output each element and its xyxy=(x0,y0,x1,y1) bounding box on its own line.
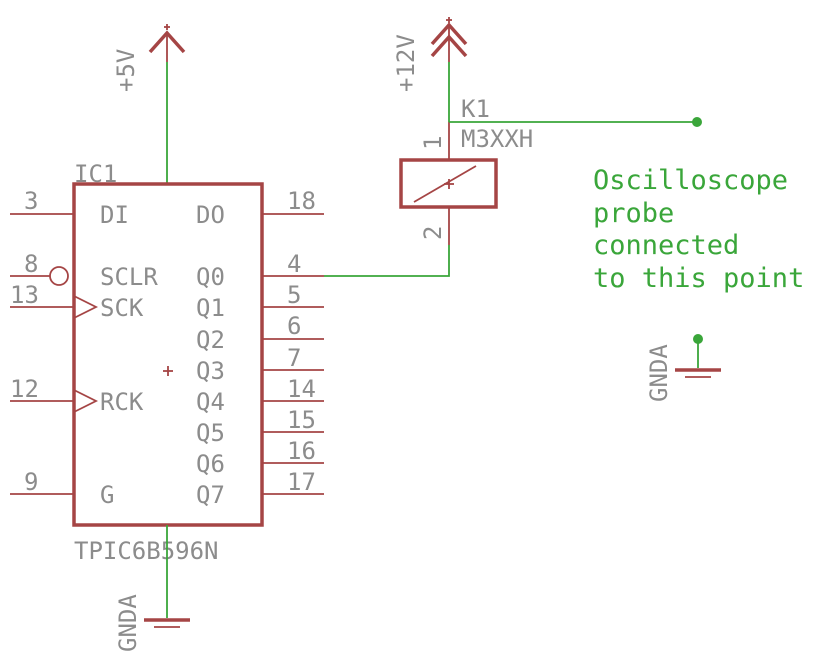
probe-annotation: Oscilloscope probe connected to this poi… xyxy=(593,165,804,294)
pin-num-12: 12 xyxy=(10,375,39,403)
pin-label-q6: Q6 xyxy=(196,450,225,478)
annotation-line-2: probe xyxy=(593,198,674,229)
pin-label-q3: Q3 xyxy=(196,357,225,385)
pin-label-di: DI xyxy=(100,201,129,229)
pin-num-5: 5 xyxy=(287,281,301,309)
pin-num-16: 16 xyxy=(287,437,316,465)
pin-num-18: 18 xyxy=(287,187,316,215)
ic1: IC1 TPIC6B596N 3 DI 8 SCLR 13 SCK 12 RCK… xyxy=(10,160,324,565)
wire-q0-to-relay xyxy=(324,245,450,277)
pin-label-q5: Q5 xyxy=(196,419,225,447)
pin-num-15: 15 xyxy=(287,406,316,434)
ic1-right-pins: 18 DO 4 Q0 5 Q1 6 Q2 7 Q3 14 Q4 15 Q5 16… xyxy=(196,187,324,509)
relay-pin2: 2 xyxy=(419,226,447,240)
pin-num-17: 17 xyxy=(287,468,316,496)
pin-label-q4: Q4 xyxy=(196,388,225,416)
plus5v-label: +5V xyxy=(112,49,140,92)
ic1-body xyxy=(72,182,264,527)
relay-value: M3XXH xyxy=(461,125,533,153)
ic1-value: TPIC6B596N xyxy=(74,537,219,565)
pin-num-8: 8 xyxy=(24,250,38,278)
annotation-line-3: connected xyxy=(593,230,739,261)
supply-plus12v: +12V xyxy=(392,17,468,92)
supply-plus5v: +5V xyxy=(112,24,186,92)
ic1-name: IC1 xyxy=(74,160,117,188)
gnda-label-ic: GNDA xyxy=(114,594,142,652)
pin-label-sck: SCK xyxy=(100,294,144,322)
probe-point-dot xyxy=(692,117,702,127)
annotation-line-1: Oscilloscope xyxy=(593,165,788,196)
pin-num-14: 14 xyxy=(287,375,316,403)
pin-num-3: 3 xyxy=(24,187,38,215)
pin-label-rck: RCK xyxy=(100,388,144,416)
pin-label-q2: Q2 xyxy=(196,326,225,354)
ic1-left-pins: 3 DI 8 SCLR 13 SCK 12 RCK 9 G xyxy=(10,187,158,509)
pin-num-4: 4 xyxy=(287,250,301,278)
pin-num-13: 13 xyxy=(10,281,39,309)
pin-num-9: 9 xyxy=(24,468,38,496)
gnd-symbol-ic: GNDA xyxy=(114,594,190,652)
pin-num-6: 6 xyxy=(287,312,301,340)
gnda-label-probe: GNDA xyxy=(645,344,673,402)
relay-k1: K1 M3XXH 1 2 xyxy=(399,95,533,245)
pin-label-do: DO xyxy=(196,201,225,229)
plus12v-label: +12V xyxy=(392,34,420,92)
annotation-line-4: to this point xyxy=(593,263,804,294)
relay-pin1: 1 xyxy=(419,136,447,150)
gnd-symbol-probe: GNDA xyxy=(645,344,721,402)
relay-name: K1 xyxy=(461,95,490,123)
pin-label-q7: Q7 xyxy=(196,481,225,509)
pin-num-7: 7 xyxy=(287,344,301,372)
pin-label-g: G xyxy=(100,481,114,509)
pin-label-sclr: SCLR xyxy=(100,263,158,291)
pin-label-q0: Q0 xyxy=(196,263,225,291)
pin-label-q1: Q1 xyxy=(196,294,225,322)
